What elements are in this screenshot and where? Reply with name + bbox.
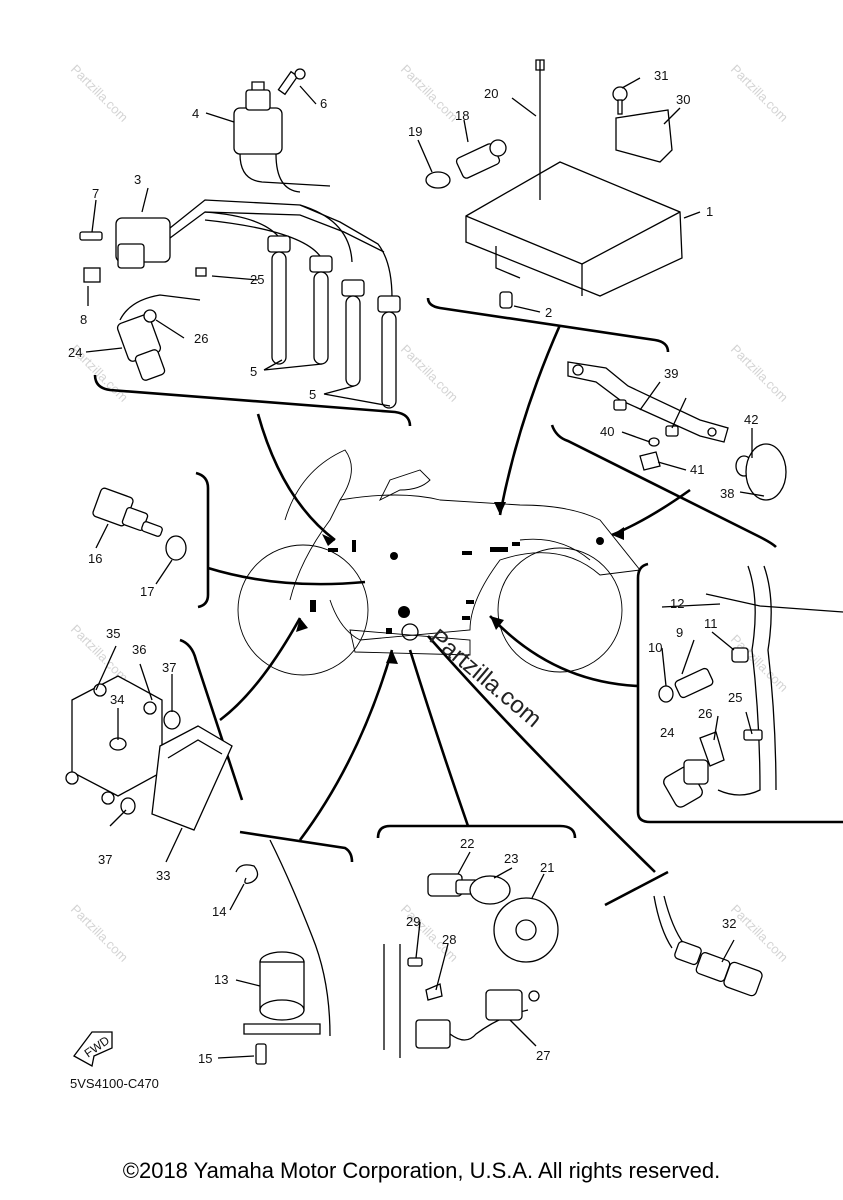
callout-25: 25: [250, 272, 264, 287]
watermark-layer: Partzilla.com Partzilla.com Partzilla.co…: [68, 62, 791, 965]
callout-leaders: [85, 77, 765, 1059]
callout-37: 37: [162, 660, 176, 675]
callout-5: 5: [309, 387, 316, 402]
callout-9: 9: [676, 625, 683, 640]
callout-20: 20: [484, 86, 498, 101]
callout-6: 6: [320, 96, 327, 111]
o2-sensor-group: [653, 895, 763, 997]
callout-39: 39: [664, 366, 678, 381]
crank-sensor-group: [383, 873, 559, 1058]
ecu-group: [425, 59, 683, 309]
callout-42: 42: [744, 412, 758, 427]
group-brackets: [93, 297, 843, 907]
watermark: Partzilla.com: [728, 632, 791, 695]
watermark: Partzilla.com: [398, 62, 461, 125]
callout-40: 40: [600, 424, 614, 439]
callout-25: 25: [728, 690, 742, 705]
callout-26: 26: [194, 331, 208, 346]
watermark: Partzilla.com: [728, 342, 791, 405]
bracket-group: [567, 361, 787, 501]
resistor-bracket-group: [65, 675, 233, 831]
watermark: Partzilla.com: [728, 902, 791, 965]
sensor-16-17: [92, 487, 187, 561]
watermark: Partzilla.com: [68, 902, 131, 965]
copyright-notice: ©2018 Yamaha Motor Corporation, U.S.A. A…: [122, 1158, 721, 1183]
sidestand-switch-group: [73, 839, 331, 1068]
callout-30: 30: [676, 92, 690, 107]
part-code: 5VS4100-C470: [70, 1076, 159, 1091]
callout-11: 11: [704, 616, 718, 631]
callout-5: 5: [250, 364, 257, 379]
callout-labels: 1 2 3 4 5 5 6 7 8 9 10 11 12 13 14 15 16…: [68, 68, 758, 1066]
ignition-coil-group: [79, 68, 401, 409]
watermark: Partzilla.com: [398, 342, 461, 405]
callout-28: 28: [442, 932, 456, 947]
callout-41: 41: [690, 462, 704, 477]
callout-18: 18: [455, 108, 469, 123]
watermark: Partzilla.com: [68, 622, 131, 685]
callout-26: 26: [698, 706, 712, 721]
callout-24: 24: [68, 345, 82, 360]
callout-24: 24: [660, 725, 674, 740]
callout-29: 29: [406, 914, 420, 929]
callout-3: 3: [134, 172, 141, 187]
callout-35: 35: [106, 626, 120, 641]
callout-31: 31: [654, 68, 668, 83]
callout-19: 19: [408, 124, 422, 139]
callout-12: 12: [670, 596, 684, 611]
callout-27: 27: [536, 1048, 550, 1063]
callout-15: 15: [198, 1051, 212, 1066]
callout-33: 33: [156, 868, 170, 883]
callout-16: 16: [88, 551, 102, 566]
callout-34: 34: [110, 692, 124, 707]
callout-38: 38: [720, 486, 734, 501]
callout-36: 36: [132, 642, 146, 657]
callout-7: 7: [92, 186, 99, 201]
callout-21: 21: [540, 860, 554, 875]
right-sensor-group: [658, 565, 843, 808]
callout-23: 23: [504, 851, 518, 866]
leader-arrows: [207, 324, 691, 873]
callout-13: 13: [214, 972, 228, 987]
callout-1: 1: [706, 204, 713, 219]
callout-10: 10: [648, 640, 662, 655]
callout-8: 8: [80, 312, 87, 327]
callout-4: 4: [192, 106, 199, 121]
callout-32: 32: [722, 916, 736, 931]
watermark: Partzilla.com: [68, 62, 131, 125]
motorcycle-silhouette: Partzilla.com: [237, 449, 641, 733]
center-watermark: Partzilla.com: [424, 624, 547, 733]
callout-37: 37: [98, 852, 112, 867]
callout-17: 17: [140, 584, 154, 599]
callout-2: 2: [545, 305, 552, 320]
callout-22: 22: [460, 836, 474, 851]
callout-14: 14: [212, 904, 226, 919]
watermark: Partzilla.com: [728, 62, 791, 125]
